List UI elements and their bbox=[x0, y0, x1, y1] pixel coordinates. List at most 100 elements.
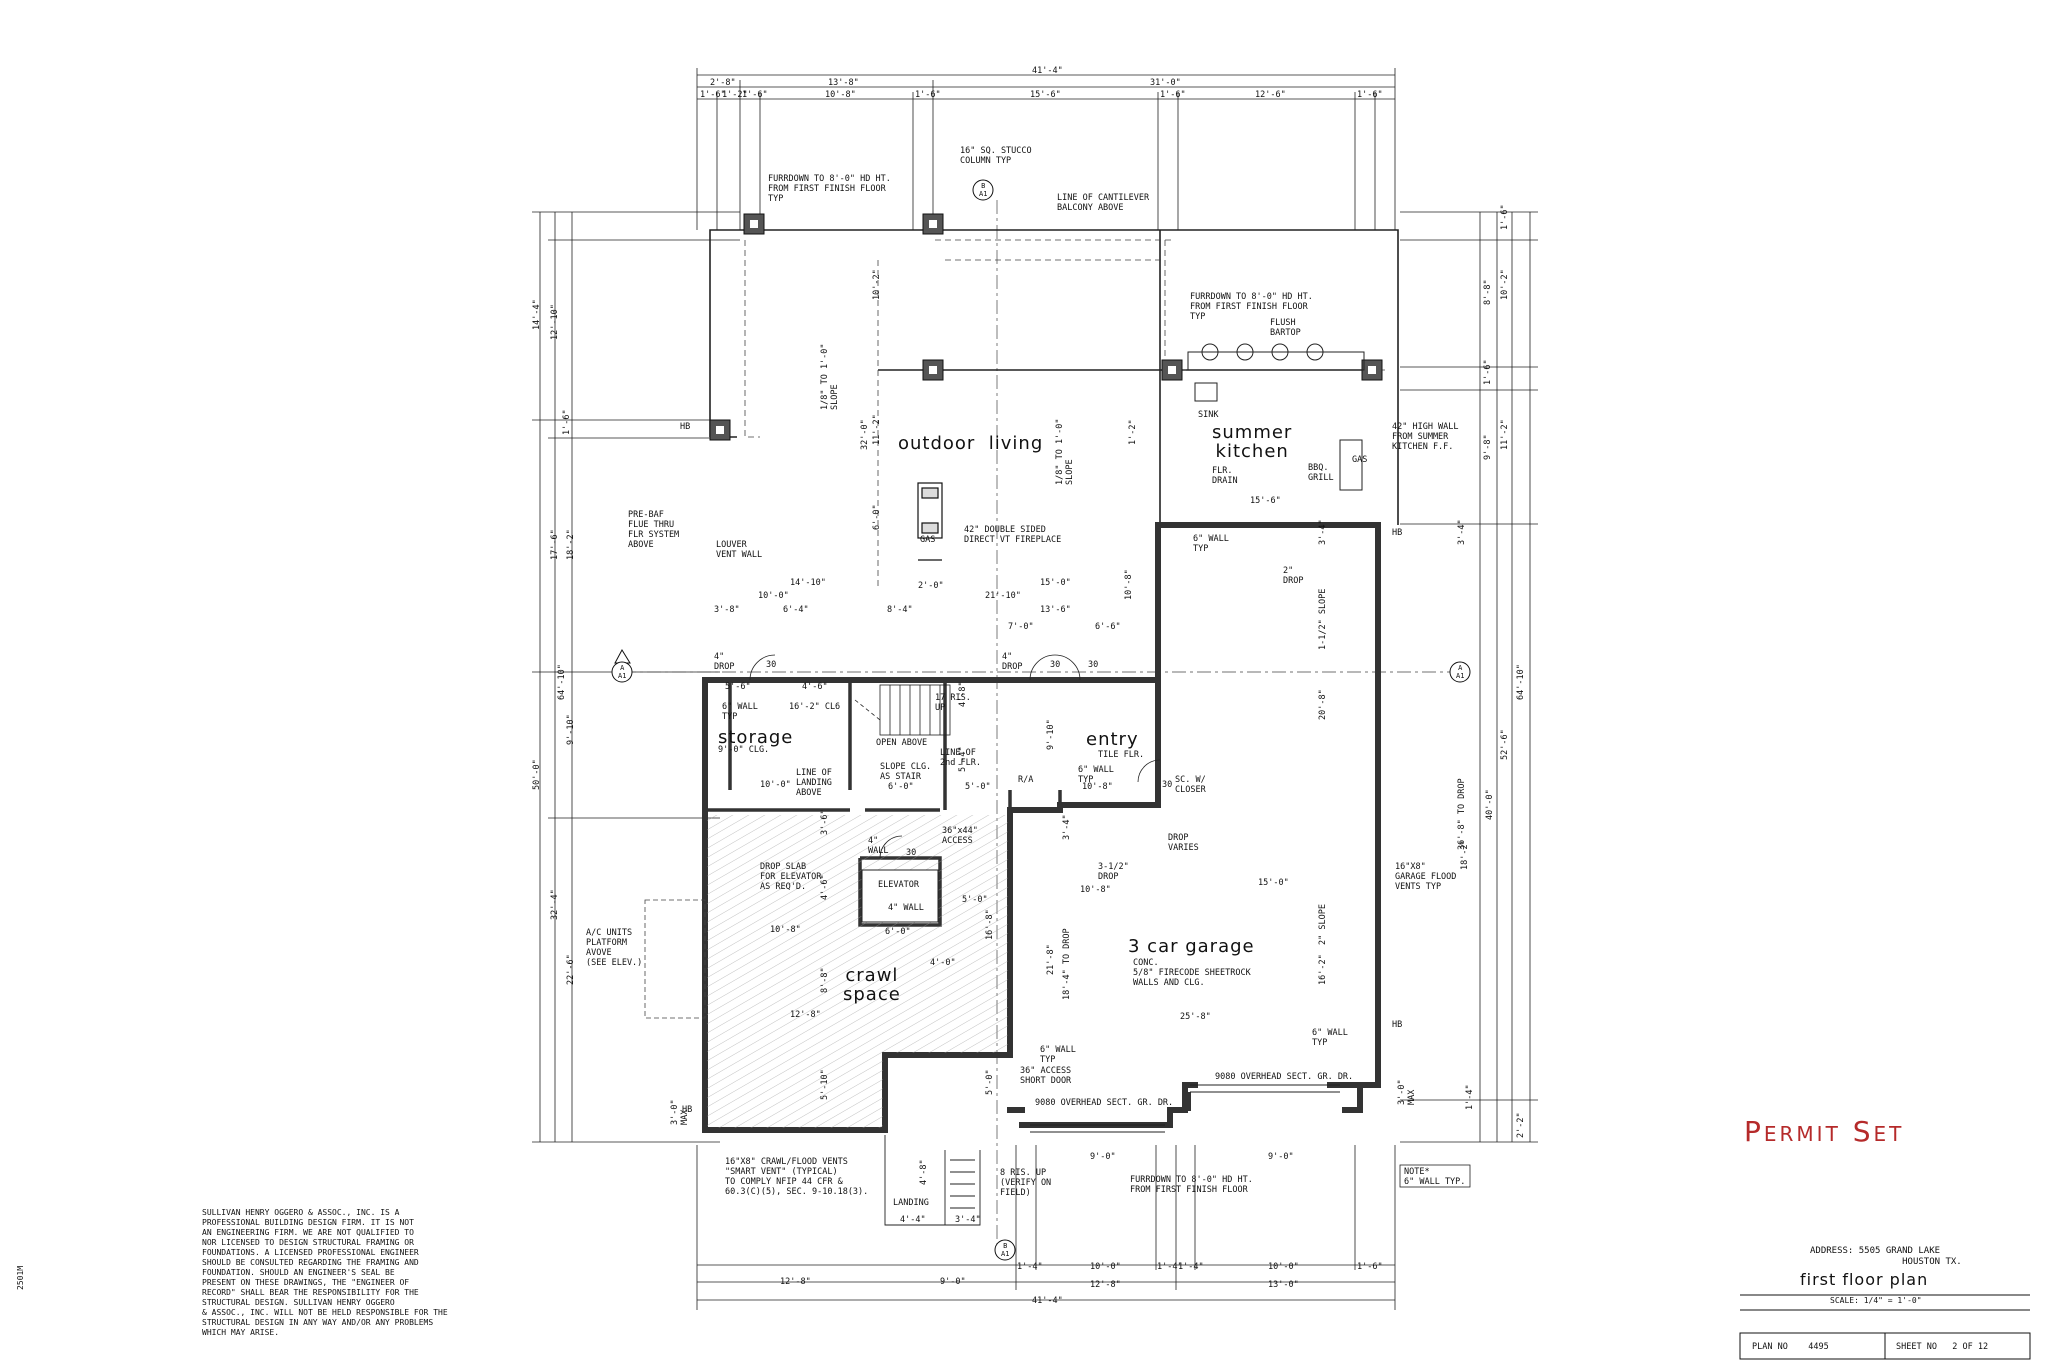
note-slope-1: 1/8" TO 1'-0" SLOPE bbox=[820, 343, 840, 410]
note-open-above: OPEN ABOVE bbox=[876, 738, 928, 748]
vdim-i-4-8: 4'-8" bbox=[958, 681, 968, 707]
note-drop-3: 3-1/2" DROP bbox=[1098, 862, 1129, 882]
note-max-2: 3'-0" MAX bbox=[1397, 1079, 1417, 1105]
room-crawl-space: crawl space bbox=[843, 965, 901, 1005]
note-slope-2: 1/8" TO 1'-0" SLOPE bbox=[1055, 418, 1075, 485]
note-line-2nd: LINE OF 2nd FLR. bbox=[940, 748, 981, 768]
dim-bt-13-0: 13'-0" bbox=[1268, 1280, 1299, 1290]
dim-top-a: 2'-8" bbox=[710, 78, 736, 88]
dim-bt-12-8b: 12'-8" bbox=[1090, 1280, 1121, 1290]
vdim-r-2-2: 2'-2" bbox=[1516, 1112, 1526, 1138]
door-swings bbox=[749, 654, 1161, 859]
dim-t2: 1'-2" bbox=[722, 90, 748, 100]
dim-m-3-8: 3'-8" bbox=[714, 605, 740, 615]
note-drop-varies: DROP VARIES bbox=[1168, 833, 1199, 853]
note-tile: TILE FLR. bbox=[1098, 750, 1145, 760]
dim-t6: 15'-6" bbox=[1030, 90, 1061, 100]
dim-m-7-0: 7'-0" bbox=[1008, 622, 1034, 632]
note-wall-typ-1: 6" WALL TYP bbox=[1193, 534, 1229, 554]
vdim-i-5-0: 5'-0" bbox=[985, 1069, 995, 1095]
marker-door-30-c: 30 bbox=[1088, 660, 1099, 670]
vdim-r2-9-8: 9'-8" bbox=[1483, 434, 1493, 460]
dim-s-10-0: 10'-0" bbox=[760, 780, 791, 790]
note-gas-fireplace: GAS bbox=[920, 535, 936, 545]
room-entry: entry bbox=[1086, 729, 1139, 750]
dim-sk-15-6: 15'-6" bbox=[1250, 496, 1281, 506]
dim-m-2-0: 2'-0" bbox=[918, 581, 944, 591]
date-reference: 2501M bbox=[16, 1265, 25, 1290]
vdim-i-3-4: 3'-4" bbox=[1318, 519, 1328, 545]
dim-m-8-4: 8'-4" bbox=[887, 605, 913, 615]
room-storage: storage bbox=[718, 727, 794, 748]
vdim-left-14-4: 14'-4" bbox=[532, 299, 542, 330]
note-ra: R/A bbox=[1018, 775, 1034, 785]
marker-section-b-bottom: B A1 bbox=[1001, 1242, 1010, 1258]
marker-section-a-left: A A1 bbox=[618, 664, 627, 680]
dim-b-9-0b: 9'-0" bbox=[1268, 1152, 1294, 1162]
vdim-left-total: 64'-10" bbox=[557, 664, 567, 700]
vdim-i-11-2: 11'-2" bbox=[872, 414, 882, 445]
permit-set-stamp: Permit Set bbox=[1744, 1115, 1905, 1148]
vdim-i-3-6: 3'-6" bbox=[820, 809, 830, 835]
ac-platform-outline bbox=[644, 899, 706, 1019]
dim-m-6-4: 6'-4" bbox=[783, 605, 809, 615]
vdim-i-9-10: 9'-10" bbox=[1046, 719, 1056, 750]
vdim-i-32-0: 32'-0" bbox=[860, 419, 870, 450]
marker-door-30-d: 30 bbox=[1162, 780, 1173, 790]
vdim-l2-1-6: 1'-6" bbox=[562, 409, 572, 435]
note-furrdown-1: FURRDOWN TO 8'-0" HD HT. FROM FIRST FINI… bbox=[768, 174, 891, 204]
note-drop-2: 2" DROP bbox=[1283, 566, 1304, 586]
room-outdoor-living: outdoor living bbox=[898, 433, 1044, 454]
room-summer-kitchen: summer kitchen bbox=[1212, 422, 1293, 462]
vdim-l2-12-10: 12'-10" bbox=[550, 304, 560, 340]
note-line-landing: LINE OF LANDING ABOVE bbox=[796, 768, 832, 798]
note-furrdown-3: FURRDOWN TO 8'-0" HD HT. FROM FIRST FINI… bbox=[1130, 1175, 1253, 1195]
note-ris: 17 RIS. UP bbox=[935, 693, 971, 713]
dim-m-21-10: 21'-10" bbox=[985, 591, 1021, 601]
dim-bt-12-8a: 12'-8" bbox=[780, 1277, 811, 1287]
top-dimension-lines bbox=[696, 68, 1396, 230]
note-drop-slab: DROP SLAB FOR ELEVATOR AS REQ'D. bbox=[760, 862, 822, 892]
note-overhead-1: 9080 OVERHEAD SECT. GR. DR. bbox=[1035, 1098, 1174, 1108]
dim-t8: 12'-6" bbox=[1255, 90, 1286, 100]
note-overhead-2: 9080 OVERHEAD SECT. GR. DR. bbox=[1215, 1072, 1354, 1082]
note-wall-4: 4" WALL bbox=[868, 836, 889, 856]
dim-bt-9-0: 9'-0" bbox=[940, 1277, 966, 1287]
vdim-i-20-8: 20'-8" bbox=[1318, 689, 1328, 720]
dim-e-10-8: 10'-8" bbox=[1082, 782, 1113, 792]
note-drop-4b: 4" DROP bbox=[1002, 652, 1023, 672]
note-bbq: BBQ. GRILL bbox=[1308, 463, 1334, 483]
dim-s-5-0: 5'-0" bbox=[965, 782, 991, 792]
dim-bt-10-0a: 10'-0" bbox=[1090, 1262, 1121, 1272]
dim-s-4-6: 4'-6" bbox=[802, 682, 828, 692]
marker-section-a-right: A A1 bbox=[1456, 664, 1465, 680]
note-slope-garage-1: 1-1/2" SLOPE bbox=[1318, 588, 1328, 650]
note-wall-typ-4: 6" WALL TYP bbox=[1312, 1028, 1348, 1048]
exterior-stair bbox=[884, 1135, 981, 1226]
sheet-title: first floor plan bbox=[1800, 1270, 1929, 1289]
note-gas: GAS bbox=[1352, 455, 1368, 465]
dim-t9: 1'-6" bbox=[1357, 90, 1383, 100]
interior-stair bbox=[854, 684, 951, 736]
note-wall-typ-3: 6" WALL TYP bbox=[1078, 765, 1114, 785]
note-short-door: 36" ACCESS SHORT DOOR bbox=[1020, 1066, 1072, 1086]
marker-section-b-top: B A1 bbox=[979, 182, 988, 198]
note-fireplace: 42" DOUBLE SIDED DIRECT VT FIREPLACE bbox=[964, 525, 1062, 545]
note-wall-typ-2: 6" WALL TYP bbox=[722, 702, 758, 722]
vdim-i-5-10: 5'-10" bbox=[820, 1069, 830, 1100]
note-access: 36"x44" ACCESS bbox=[942, 826, 978, 846]
note-slope-clg: SLOPE CLG. AS STAIR bbox=[880, 762, 932, 782]
disclaimer-text: SULLIVAN HENRY OGGERO & ASSOC., INC. IS … bbox=[202, 1208, 448, 1337]
vdim-left-17-6: 17'-6" bbox=[550, 529, 560, 560]
dim-c-5-0: 5'-0" bbox=[962, 895, 988, 905]
dim-b-9-0a: 9'-0" bbox=[1090, 1152, 1116, 1162]
note-high-wall: 42" HIGH WALL FROM SUMMER KITCHEN F.F. bbox=[1392, 422, 1459, 452]
marker-door-30-a: 30 bbox=[766, 660, 777, 670]
dim-t1: 1'-6" bbox=[700, 90, 726, 100]
note-wall-4b: 4" WALL bbox=[888, 903, 924, 913]
dim-m-13-6: 13'-6" bbox=[1040, 605, 1071, 615]
dim-bt-1-4a: 1'-4" bbox=[1017, 1262, 1043, 1272]
note-ac-units: A/C UNITS PLATFORM AVOVE (SEE ELEV.) bbox=[586, 928, 643, 968]
note-slope-garage-2: 2" SLOPE bbox=[1318, 904, 1328, 945]
dim-bt-1-4c: 1'-4" bbox=[1178, 1262, 1204, 1272]
